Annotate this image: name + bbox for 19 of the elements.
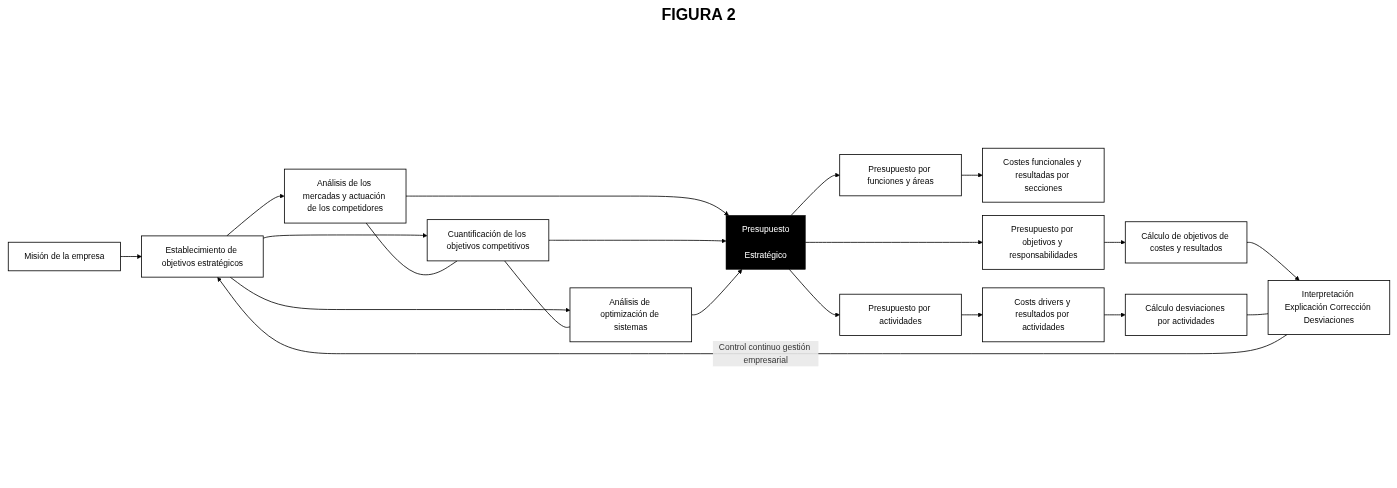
connector	[365, 222, 458, 275]
node-box: Establecimiento de objetivos estratégicos	[140, 235, 264, 278]
node-box: Costs drivers y resultados por actividades	[981, 287, 1105, 342]
node-box: Presupuesto por funciones y áreas	[838, 153, 962, 196]
node-box: Costes funcionales y resultadas por secciones	[981, 147, 1105, 203]
node-box: Presupuesto por actividades	[838, 293, 962, 336]
node-box: Análisis de optimización de sistemas	[569, 287, 692, 342]
node-box: Presupuesto por objetivos y responsabilidades	[981, 214, 1105, 270]
node-box: Interpretación Explicación Corrección Desviaciones	[1267, 279, 1390, 335]
edge-label: Control continuo gestión empresarial	[718, 342, 810, 364]
connector	[1246, 313, 1268, 315]
figure-title: FIGURA 2	[661, 6, 736, 24]
node-box: Análisis de los mercadas y actuación de los competidores	[283, 168, 406, 224]
node-box: Presupuesto Estratégico	[725, 214, 806, 270]
node-box: Cálculo desviaciones por actividades	[1124, 293, 1247, 336]
node-box: Misión de la empresa	[7, 241, 121, 271]
node-box: Cuantificación de los objetivos competitivos	[426, 218, 549, 261]
connector	[503, 260, 570, 328]
node-box: Cálculo de objetivos de costes y resultados	[1124, 221, 1247, 264]
